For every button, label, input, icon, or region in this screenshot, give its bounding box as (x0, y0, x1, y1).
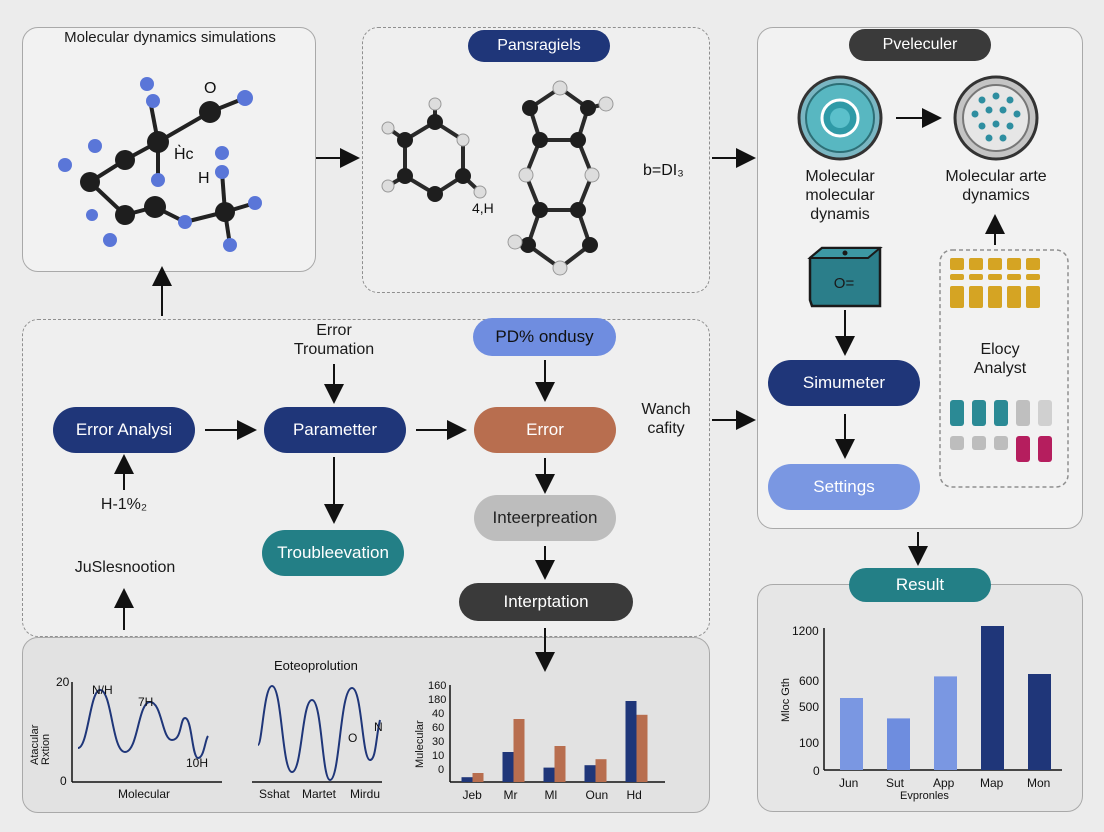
elocy-top-grid (950, 258, 1040, 308)
result-bar-Mon (1028, 674, 1051, 770)
bar1-bar-Ml-1 (554, 746, 566, 782)
bar-chart-1-bars (461, 701, 648, 782)
wave1-7h-label: 7H (138, 695, 154, 709)
bar1-xtick-0: Jeb (462, 788, 482, 802)
result-ylabel: Mloc Gth (780, 677, 792, 722)
result-ytick-3: 100 (799, 736, 820, 750)
interptation-node[interactable]: Interptation (459, 583, 633, 621)
error-node[interactable]: Error (474, 407, 616, 453)
pansagiels-label: Pansragiels (468, 30, 610, 62)
result-label: Result (849, 568, 991, 602)
molecular-arte-dynamics-label: Molecular arte dynamics (945, 168, 1047, 205)
simumeter-node[interactable]: Simumeter (768, 360, 920, 406)
error-troumation-label: Error Troumation (293, 322, 375, 359)
molecule-atoms-1 (58, 77, 262, 252)
bar1-bar-Jeb-0 (461, 777, 473, 782)
wave2-o-label: O (348, 731, 358, 745)
bar1-bar-Mr-0 (502, 752, 514, 782)
wave1-nh-label: N/H (92, 683, 113, 697)
result-xtick-2: App (933, 776, 955, 790)
wave1-ytick-top: 20 (56, 675, 70, 689)
bar-chart-2-bars (840, 626, 1051, 770)
md-simulations-title: Molecular dynamics simulations (64, 29, 276, 46)
wave2-xtick-3: Mirdu (350, 787, 381, 801)
atom-label-h: H (198, 170, 210, 187)
bar1-bar-Jeb-1 (472, 773, 484, 782)
wave1-ytick-zero: 0 (60, 774, 67, 788)
result-ytick-2: 500 (799, 700, 820, 714)
elocy-analyst-label: Elocy Analyst (973, 341, 1027, 378)
result-bar-Sut (887, 718, 910, 770)
molecule-dots-icon (953, 75, 1039, 161)
sample-box-label: O= (833, 275, 855, 292)
result-xtick-0: Jun (839, 776, 859, 790)
bar1-xtick-2: Ml (544, 788, 558, 802)
wave-1-line (77, 688, 209, 760)
wave2-title: Eoteoprolution (274, 658, 358, 673)
wanch-cafity-label: Wanch cafity (641, 401, 691, 438)
wave2-n-label: N (374, 720, 383, 734)
bar1-ytick-4: 60 (432, 722, 445, 734)
bar1-bar-Hd-0 (625, 701, 637, 782)
bar1-bar-Mr-1 (513, 719, 525, 782)
molecule-atoms-2 (381, 97, 487, 202)
result-bar-Jun (840, 698, 863, 770)
result-xtick-4: Mon (1027, 776, 1051, 790)
result-ytick-4: 0 (813, 764, 820, 778)
bar1-ytick-2: 180 (428, 694, 447, 706)
bar1-ytick-3: 40 (432, 708, 445, 720)
result-xtick-1: Sut (886, 776, 905, 790)
molecule-ring-icon (797, 75, 883, 161)
wave1-xlabel: Molecular (118, 787, 171, 801)
troubleevation-node[interactable]: Troubleevation (262, 530, 404, 576)
md-simulations-panel (22, 27, 316, 272)
pveleculer-label: Pveleculer (849, 29, 991, 61)
atom-label-4h: 4,H (472, 200, 494, 216)
bar1-bar-Oun-1 (595, 759, 607, 782)
wave-2-line (257, 684, 381, 782)
interpreation-node[interactable]: Inteerpreation (474, 495, 616, 541)
elocy-panel (939, 249, 1069, 488)
bar1-bar-Hd-1 (636, 714, 648, 782)
charts-panel (22, 637, 710, 813)
bar1-bar-Ml-0 (543, 767, 555, 782)
molecule-atoms-3 (507, 80, 614, 276)
wave1-10h-label: 10H (186, 756, 209, 770)
molecular-molecular-dynamis-label: Molecular molecular dynamis (805, 168, 875, 224)
flow-arrows (114, 108, 1005, 672)
pd-ondusy-node[interactable]: PD% ondusy (473, 318, 616, 356)
atom-label-hc: H̀c (174, 146, 194, 163)
bar1-ytick-6: 10 (432, 750, 445, 762)
elocy-bottom-grid (950, 400, 1052, 462)
wave-chart-1 (71, 682, 222, 783)
bar1-ytick-5: 30 (432, 736, 445, 748)
wave2-xtick-2: Martet (302, 787, 337, 801)
wave-chart-2 (252, 684, 382, 783)
parametter-node[interactable]: Parametter (264, 407, 406, 453)
bar1-xtick-4: Hd (626, 788, 642, 802)
formula-label: b=DI₃ (643, 162, 684, 179)
error-analysis-node[interactable]: Error Analysi (53, 407, 195, 453)
settings-node[interactable]: Settings (768, 464, 920, 510)
bar1-xtick-3: Oun (585, 788, 609, 802)
result-xlabel: Evpronles (900, 790, 949, 802)
wave2-xtick-1: Sshat (259, 787, 290, 801)
wave1-ylabel: Atacular Rxtion (29, 724, 52, 765)
atom-label-o: O (204, 80, 217, 97)
result-xtick-3: Map (980, 776, 1004, 790)
h-percent-label: H-1%₂ (100, 496, 148, 513)
bar1-ytick-7: 0 (438, 764, 445, 776)
bar1-ylabel: Mulecular (414, 720, 426, 768)
bar1-ytick-1: 160 (428, 680, 447, 692)
result-ytick-0: 1200 (792, 624, 819, 638)
result-ytick-1: 600 (799, 674, 820, 688)
jusles-label: JuSlesnootion (74, 559, 176, 576)
result-bar-App (934, 676, 957, 770)
bar1-bar-Oun-0 (584, 765, 596, 782)
sample-box-icon (807, 246, 883, 308)
bar1-xtick-1: Mr (503, 788, 518, 802)
molecule-structure-1 (88, 96, 256, 246)
result-bar-Map (981, 626, 1004, 770)
